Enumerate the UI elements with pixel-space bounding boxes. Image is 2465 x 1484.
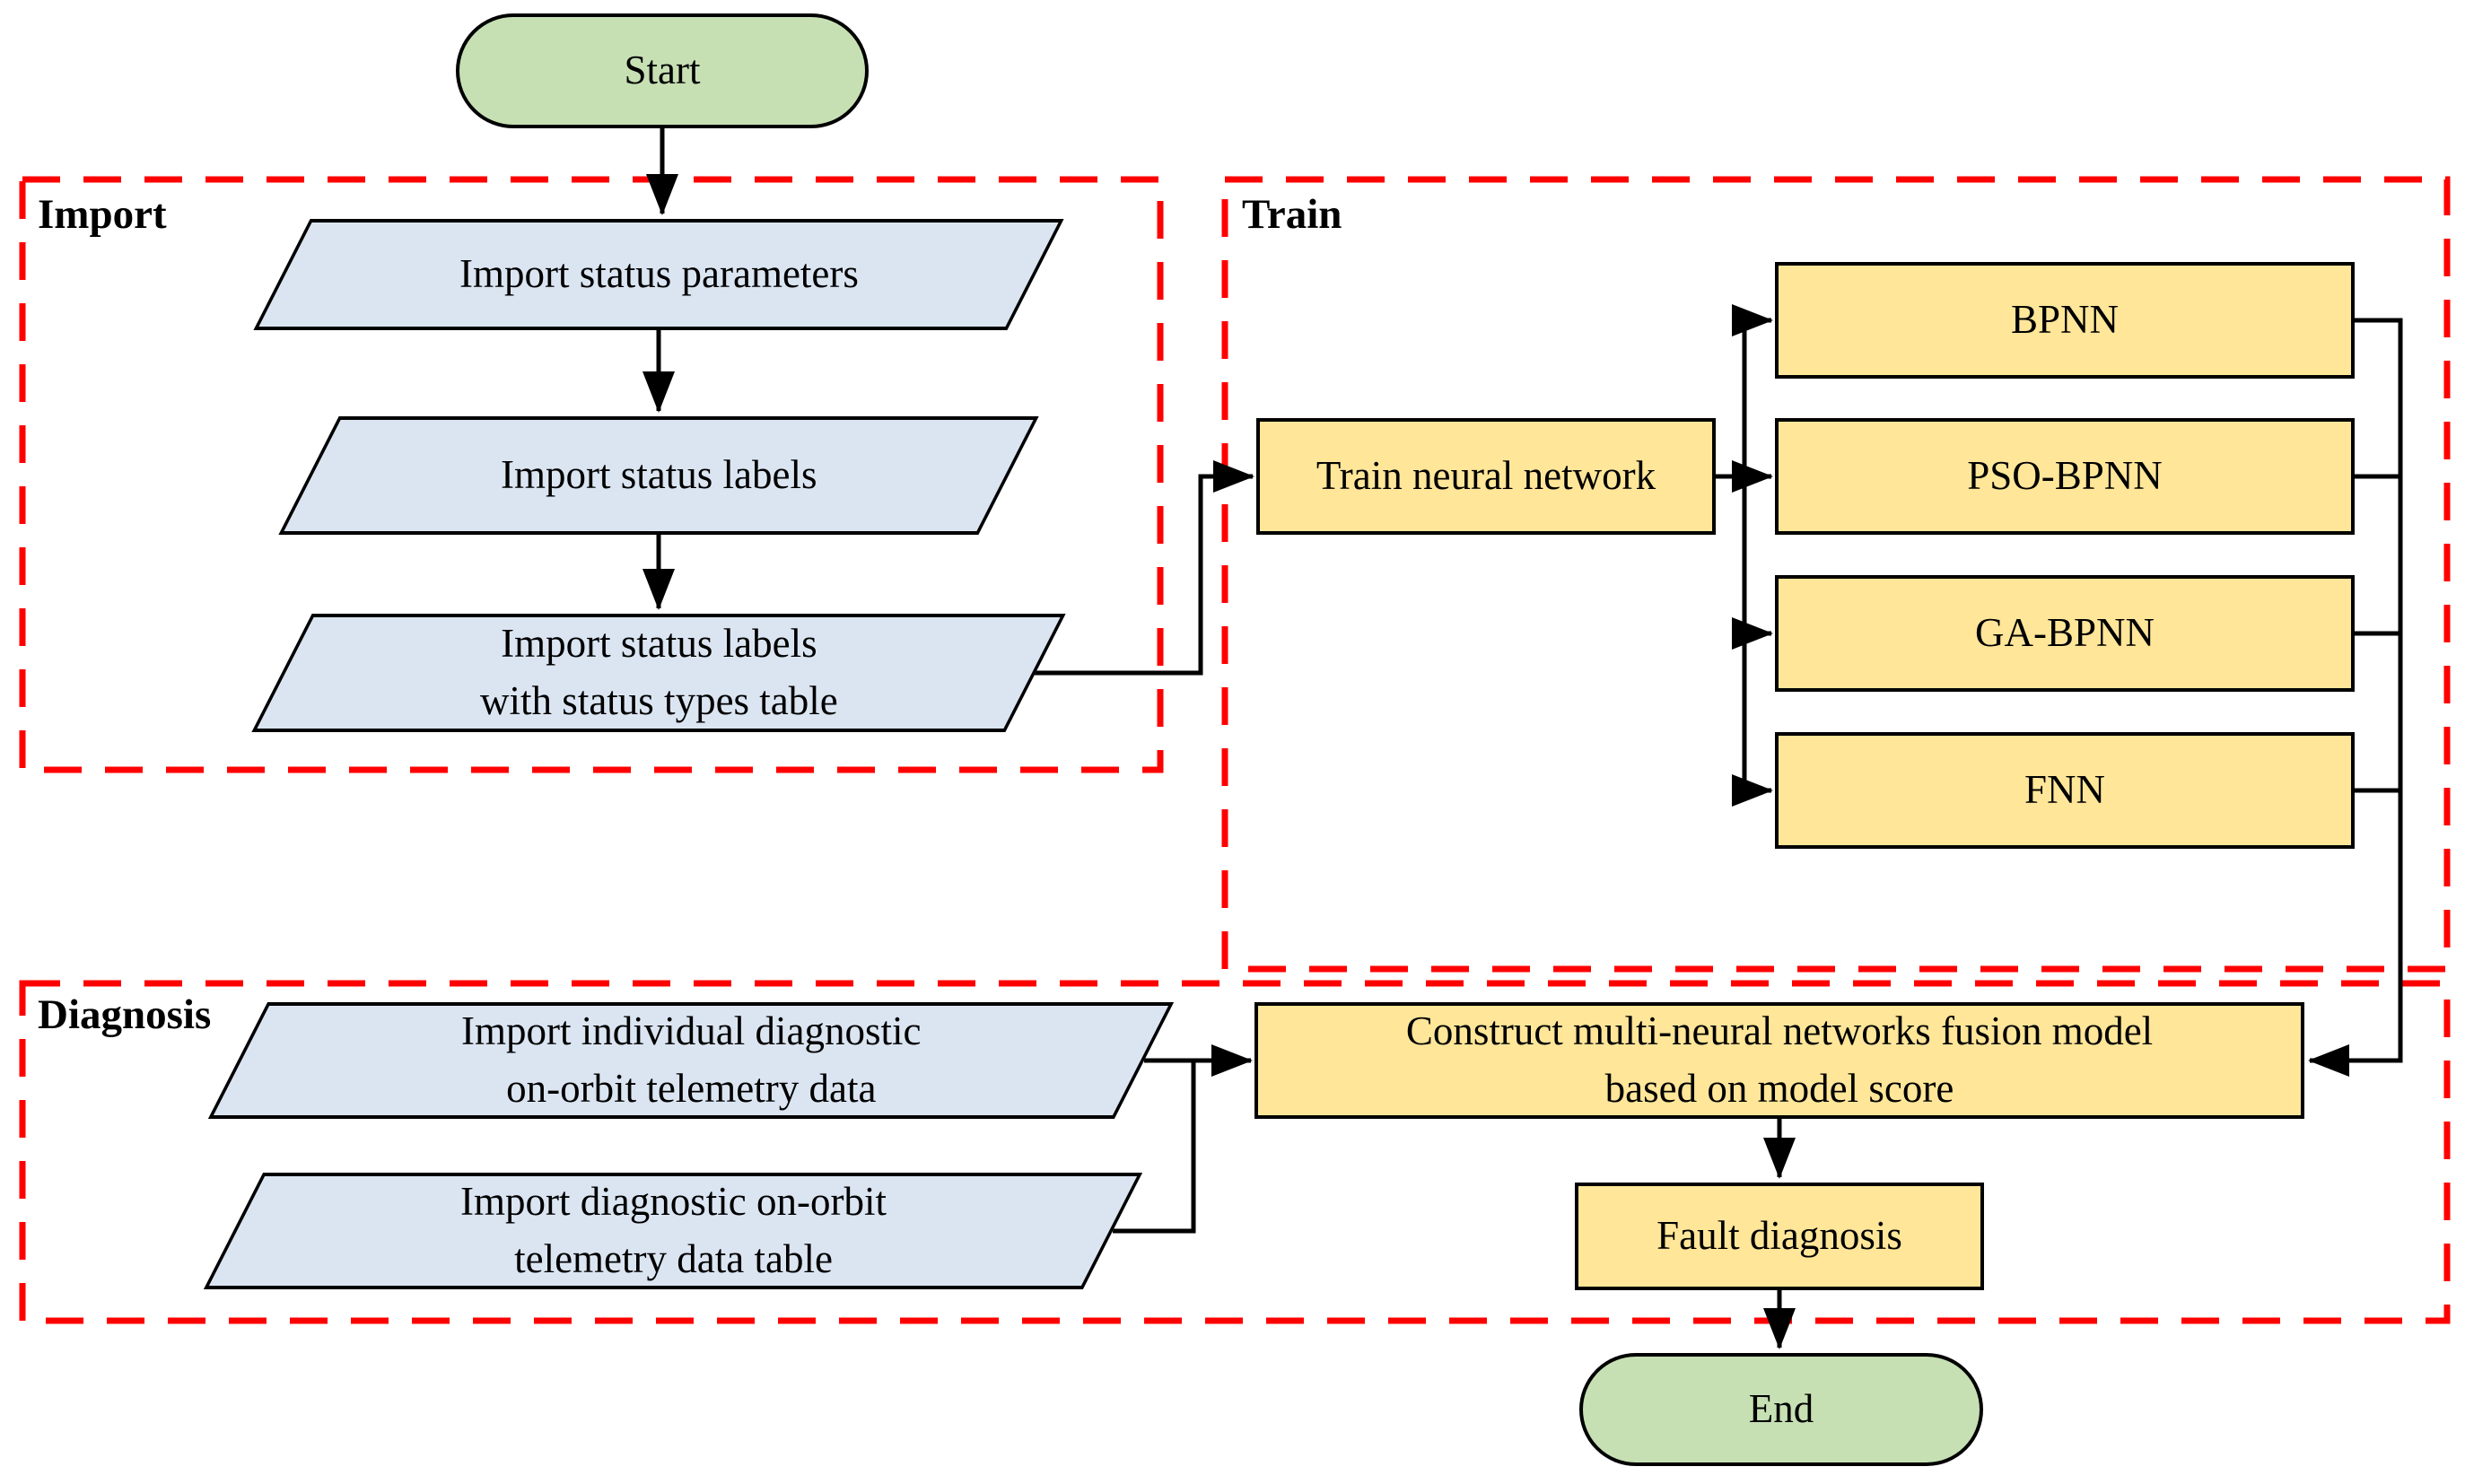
node-bpnn: BPNN xyxy=(1775,262,2355,379)
import-group-label: Import xyxy=(38,191,167,238)
node-fusion-model-label: Construct multi-neural networks fusion m… xyxy=(1405,1008,2154,1111)
node-ga-bpnn: GA-BPNN xyxy=(1775,575,2355,692)
node-end-label: End xyxy=(1748,1386,1814,1432)
node-fault-diagnosis: Fault diagnosis xyxy=(1575,1183,1984,1290)
node-ga-bpnn-label: GA-BPNN xyxy=(1974,610,2155,656)
node-import-status-parameters-label: Import status parameters xyxy=(459,251,859,297)
node-import-diagnostic-table: Import diagnostic on-orbit telemetry dat… xyxy=(203,1173,1143,1289)
node-fusion-model: Construct multi-neural networks fusion m… xyxy=(1254,1002,2304,1119)
edge-labels-types-to-train-nn xyxy=(1032,460,1254,676)
node-fault-diagnosis-label: Fault diagnosis xyxy=(1656,1213,1902,1259)
node-import-status-labels-label: Import status labels xyxy=(500,452,817,498)
node-pso-bpnn: PSO-BPNN xyxy=(1775,418,2355,535)
node-end: End xyxy=(1579,1353,1983,1466)
node-import-individual-diagnostic-label: Import individual diagnostic on-orbit te… xyxy=(460,1008,922,1111)
node-start: Start xyxy=(456,13,869,128)
node-import-diagnostic-table-label: Import diagnostic on-orbit telemetry dat… xyxy=(459,1179,887,1281)
node-train-neural-network: Train neural network xyxy=(1256,418,1716,535)
train-group-border xyxy=(1221,176,2451,973)
node-pso-bpnn-label: PSO-BPNN xyxy=(1967,453,2163,499)
node-train-neural-network-label: Train neural network xyxy=(1316,453,1656,499)
edge-diagnostic-table-merge xyxy=(1113,1059,1196,1234)
node-import-status-labels-types: Import status labels with status types t… xyxy=(251,614,1066,732)
node-fnn: FNN xyxy=(1775,732,2355,849)
train-group-label: Train xyxy=(1242,191,1342,238)
node-import-individual-diagnostic: Import individual diagnostic on-orbit te… xyxy=(207,1002,1175,1119)
node-import-status-labels: Import status labels xyxy=(278,416,1039,535)
edge-collector-to-fusion-model xyxy=(2308,318,2403,1077)
node-start-label: Start xyxy=(624,48,701,93)
node-import-status-parameters: Import status parameters xyxy=(253,219,1064,330)
diagnosis-group-label: Diagnosis xyxy=(38,991,212,1038)
diagnosis-group-border xyxy=(19,980,2451,1324)
node-import-status-labels-types-label: Import status labels with status types t… xyxy=(479,621,838,723)
import-group-border xyxy=(19,176,1164,773)
node-bpnn-label: BPNN xyxy=(2010,297,2120,343)
node-fnn-label: FNN xyxy=(2024,767,2106,813)
